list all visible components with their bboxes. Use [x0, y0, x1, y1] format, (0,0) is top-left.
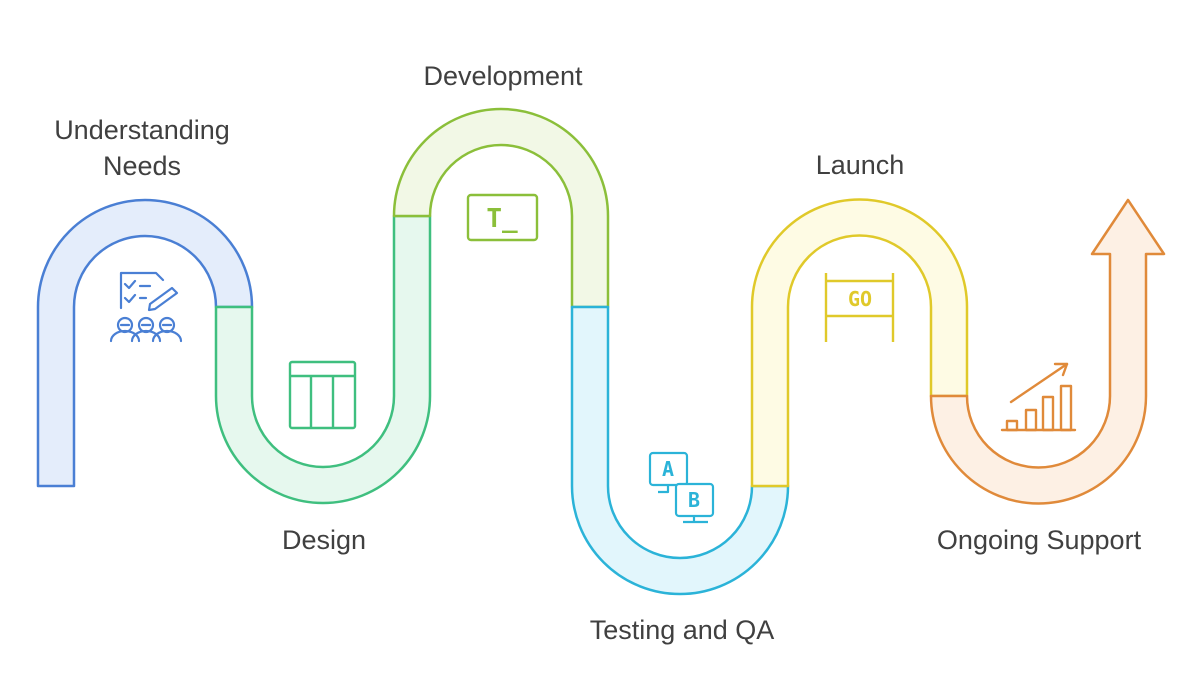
stage-label-development: Development [423, 58, 582, 94]
ab-icon-letter-a: A [662, 457, 674, 481]
go-sign-text: GO [848, 287, 872, 311]
design-label-text: Design [281, 525, 367, 555]
segment-6-band [929, 198, 1166, 505]
stage-label-ongoing-support: Ongoing Support [937, 522, 1141, 558]
stage-label-testing-and-qa: Testing and QA [590, 612, 775, 648]
understanding-needs-line-1: Understanding [54, 115, 230, 145]
stage-launch-segment [750, 198, 969, 488]
stage-label-launch: Launch [816, 147, 905, 183]
stage-label-design: Design [282, 522, 366, 558]
table-layout-icon [288, 360, 357, 430]
segment-4-band [570, 305, 790, 596]
go-sign-icon: GO [824, 273, 895, 342]
testing-label-text: Testing and QA [589, 615, 775, 645]
stage-understanding-needs-segment [36, 198, 254, 488]
stage-ongoing-support-segment [929, 198, 1166, 505]
segment-3-band [392, 107, 610, 309]
launch-label-text: Launch [815, 150, 905, 180]
stage-development-segment [392, 107, 610, 309]
checklist-team-icon [109, 271, 183, 343]
ab-icon-letter-b: B [688, 488, 700, 512]
development-label-text: Development [423, 61, 583, 91]
growth-chart-icon [1000, 362, 1077, 432]
segment-1-band [36, 198, 254, 488]
ongoing-support-label-text: Ongoing Support [936, 525, 1142, 555]
segment-5-band [750, 198, 969, 488]
stage-design-segment [214, 214, 432, 505]
stage-label-understanding-needs: Understanding Needs [54, 112, 230, 184]
segment-2-band [214, 214, 432, 505]
understanding-needs-line-2: Needs [102, 151, 182, 181]
ab-test-icon: A B [648, 451, 715, 524]
terminal-icon-text: T_ [486, 204, 518, 234]
terminal-icon: T_ [466, 193, 539, 242]
stage-testing-segment [570, 305, 790, 596]
